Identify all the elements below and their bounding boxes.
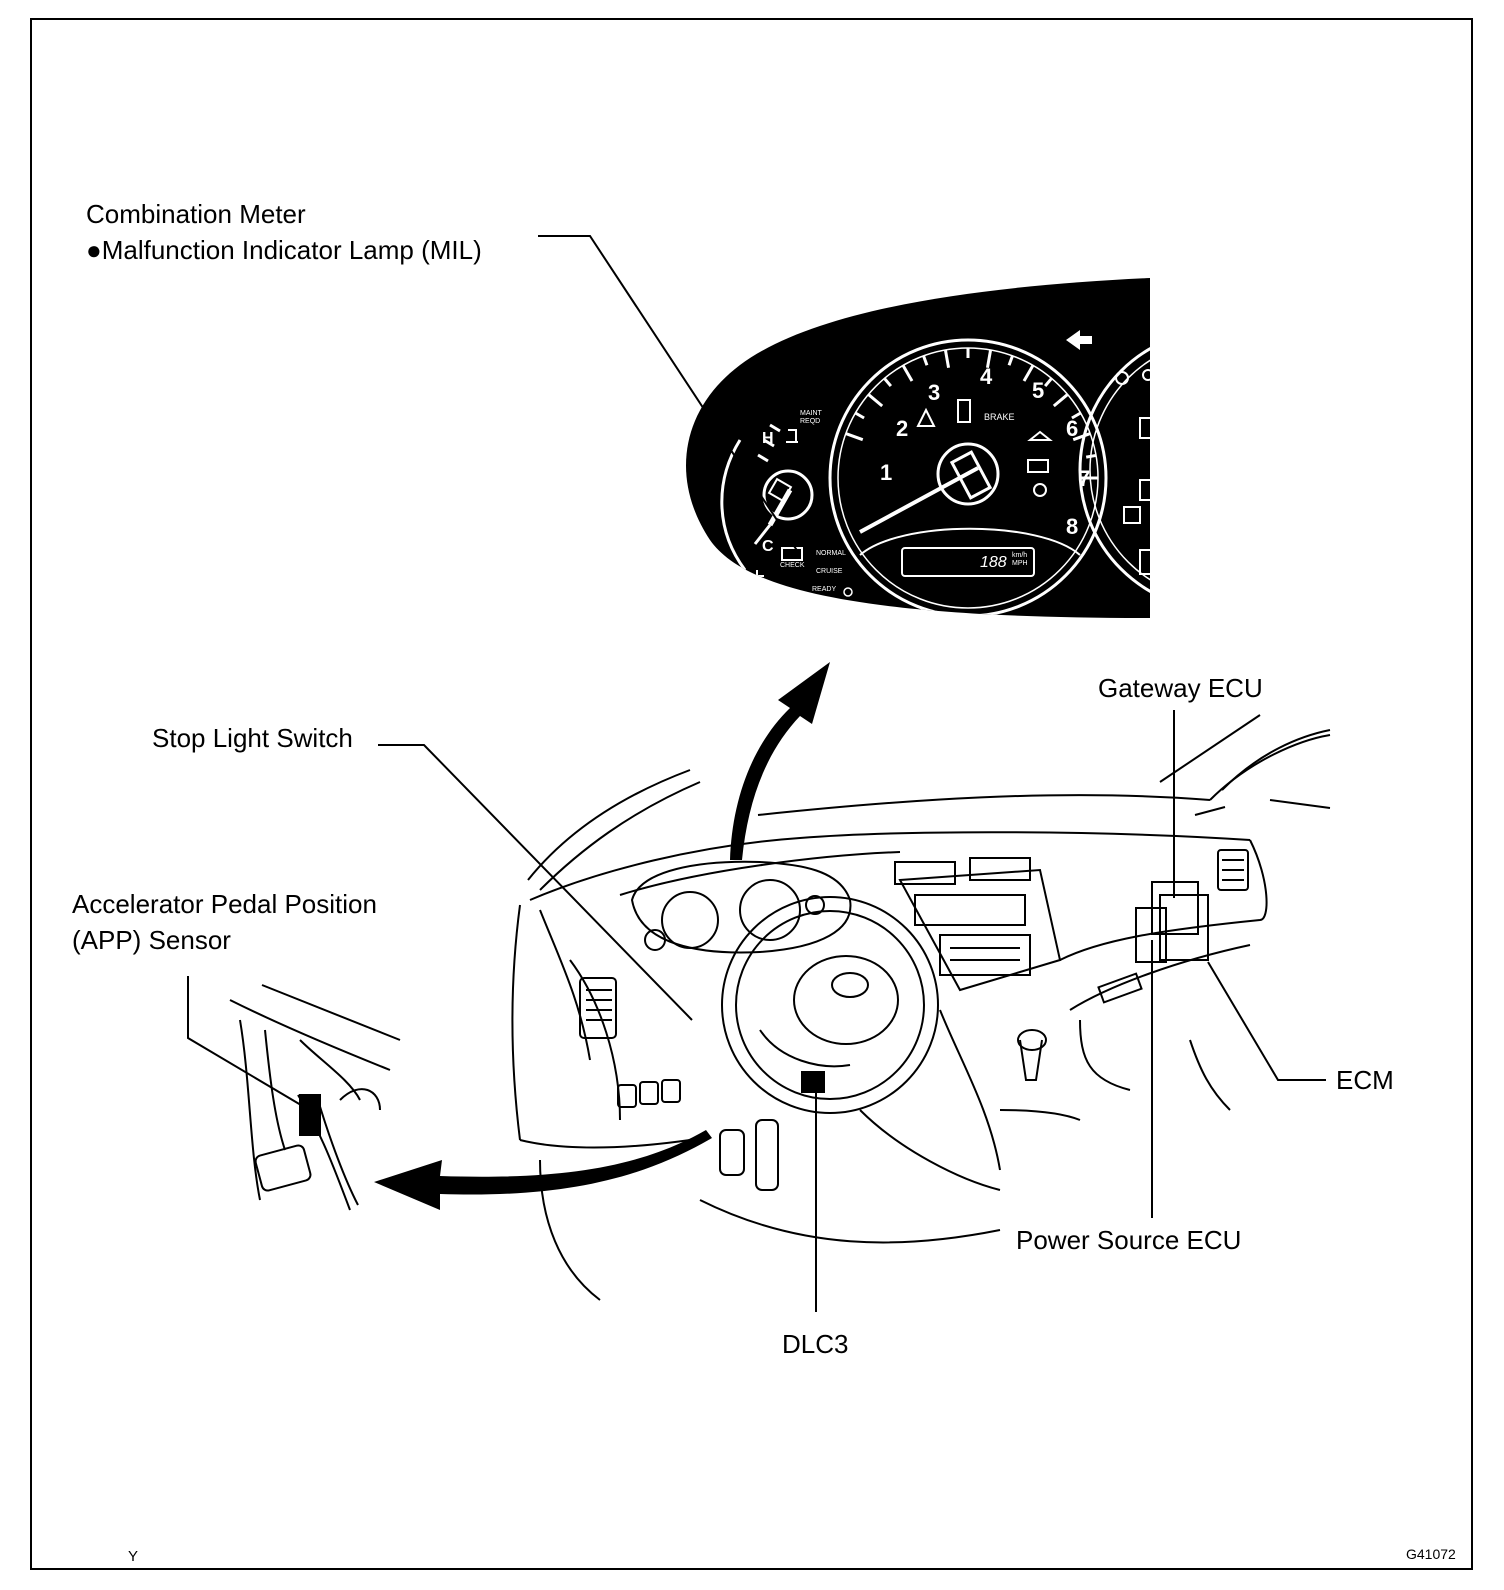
normal-mode-label: NORMAL (816, 550, 846, 557)
tach-number-4: 4 (980, 364, 993, 389)
tach-number-1: 1 (880, 460, 893, 485)
accelerator-pedal-illustration (229, 984, 401, 1211)
tach-number-3: 3 (928, 380, 941, 405)
gateway-ecu-label: Gateway ECU (1098, 673, 1263, 703)
temp-cold-mark: C (762, 538, 774, 555)
tach-number-5: 5 (1032, 378, 1045, 403)
tach-tick (867, 393, 884, 408)
app-sensor-leader-line (187, 976, 307, 1109)
tach-tick (985, 349, 993, 368)
corner-code-left: Y (128, 1548, 139, 1565)
temp-high-mark: H (762, 430, 774, 447)
callout-arrows (374, 662, 830, 1210)
cruise-label: CRUISE (816, 568, 843, 575)
tach-tick (943, 349, 951, 368)
speed-units: km/h MPH (1012, 552, 1028, 567)
ready-label: READY (812, 586, 837, 593)
tach-tick (901, 364, 914, 382)
tach-tick (1043, 377, 1053, 388)
tach-tick (1071, 411, 1082, 420)
brake-label: BRAKE (984, 412, 1015, 422)
maint-reqd-label: MAINT REQD (800, 410, 822, 425)
tach-tick (922, 355, 929, 366)
stop-light-leader-line (378, 744, 693, 1021)
tach-tick (883, 377, 893, 388)
app-sensor-label-line2: (APP) Sensor (72, 925, 231, 955)
arrow-to-meter (730, 662, 830, 860)
mil-label: ●Malfunction Indicator Lamp (MIL) (86, 235, 482, 265)
tach-tick (845, 432, 864, 442)
check-engine-label: CHECK (780, 562, 805, 569)
leader-lines (187, 235, 1326, 1312)
stop-light-switch-label: Stop Light Switch (152, 723, 353, 753)
tach-number-2: 2 (896, 416, 909, 441)
app-sensor-label-line1: Accelerator Pedal Position (72, 889, 377, 919)
tach-number-6: 6 (1066, 416, 1079, 441)
power-source-ecu-label: Power Source ECU (1016, 1225, 1242, 1255)
tach-tick (1007, 355, 1014, 366)
arrow-to-pedal (374, 1130, 712, 1210)
tach-tick (1052, 393, 1069, 408)
tach-number-8: 8 (1066, 514, 1079, 539)
tach-tick (854, 411, 865, 420)
ecm-label: ECM (1336, 1065, 1394, 1095)
ecm-leader-line (1207, 961, 1326, 1081)
mil-leader-line (538, 235, 801, 556)
dlc3-label: DLC3 (782, 1329, 849, 1359)
tach-tick (1022, 364, 1035, 382)
combination-meter-label: Combination Meter (86, 199, 306, 229)
dashboard-drawing (511, 714, 1331, 1301)
combination-meter-illustration (686, 278, 1150, 618)
figure-frame (30, 18, 1473, 1570)
tach-tick (1072, 432, 1091, 442)
odometer-display: 188 (980, 554, 1007, 571)
figure-id: G41072 (1406, 1546, 1456, 1562)
tach-number-7: 7 (1078, 466, 1091, 491)
